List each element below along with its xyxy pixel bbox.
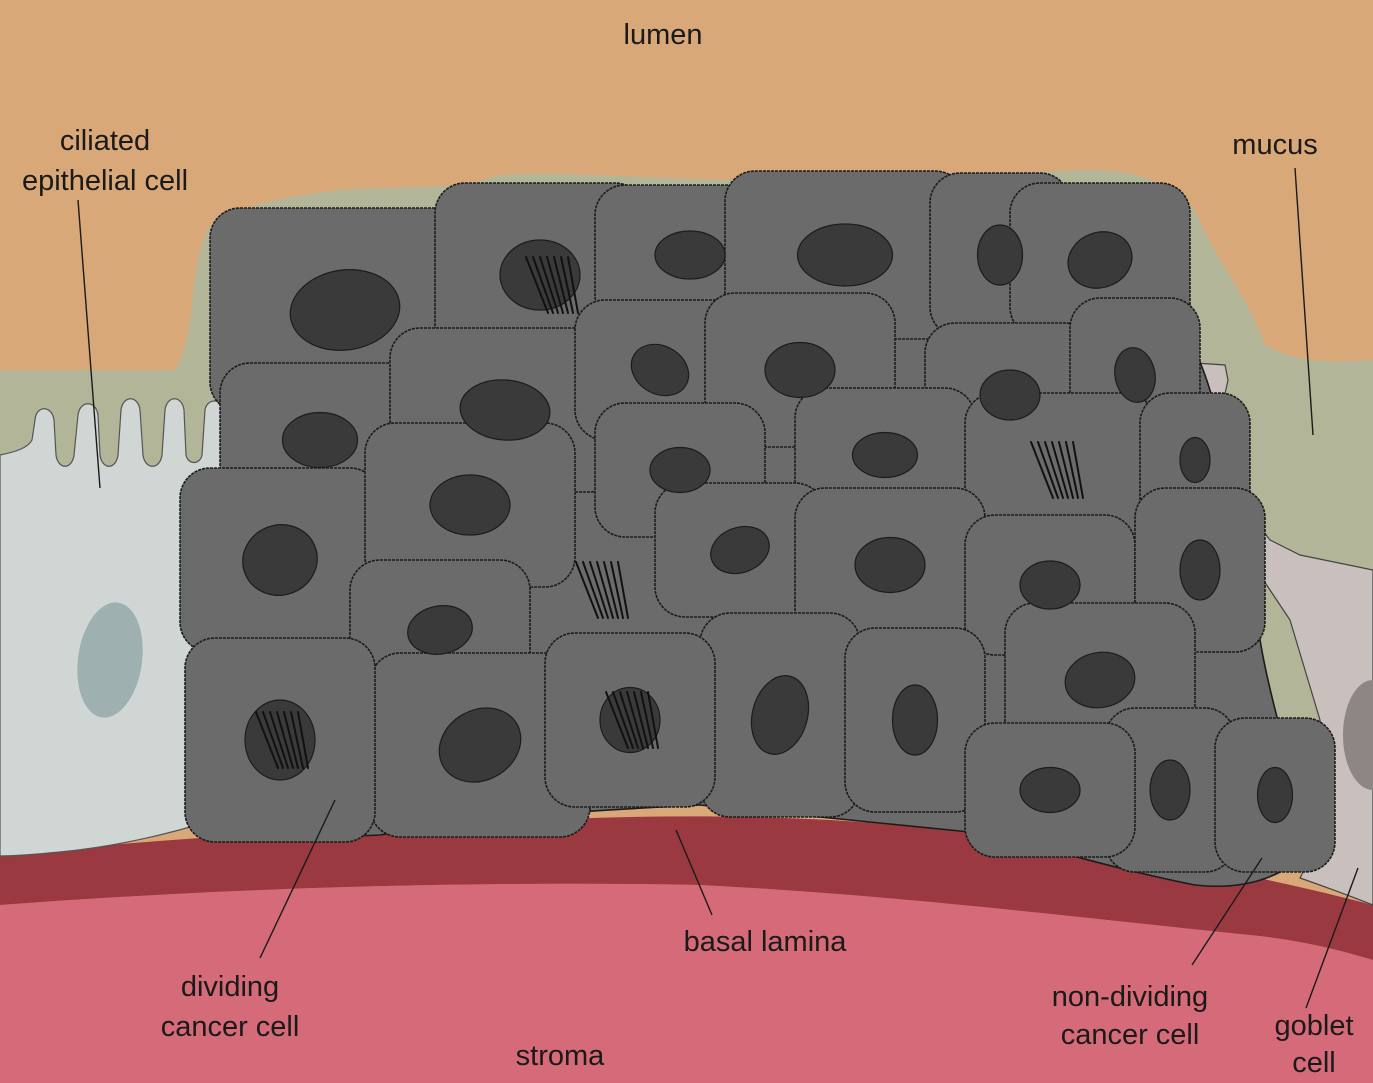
cancer-cell-nucleus (853, 433, 918, 478)
basal-lamina-label: basal lamina (684, 926, 848, 958)
dividing-label-line2: cancer cell (161, 1011, 300, 1043)
cancer-cell-nucleus (1020, 768, 1080, 813)
nondividing-label-line2: cancer cell (1061, 1019, 1200, 1051)
cancer-cell-nucleus (1258, 768, 1293, 823)
cancer-cell-nucleus (1180, 438, 1210, 483)
stroma-label: stroma (516, 1040, 606, 1072)
cancer-cell-nucleus (655, 231, 725, 279)
cancer-cell-nucleus (430, 475, 510, 535)
cancer-cell-nucleus (893, 685, 938, 755)
lumen-label: lumen (624, 19, 703, 51)
cancer-cell-nucleus (1020, 561, 1080, 609)
ciliated-label-line2: epithelial cell (22, 165, 188, 197)
cancer-cell-nucleus (980, 370, 1040, 420)
cancer-cell-nucleus (1150, 760, 1190, 820)
cancer-cell-nucleus (855, 538, 925, 593)
cancer-cell-nucleus (765, 343, 835, 398)
nondividing-label-line1: non-dividing (1052, 981, 1208, 1013)
cancer-cell-nucleus (978, 225, 1023, 285)
cancer-cell-nucleus (650, 448, 710, 493)
cancer-cell-nucleus (798, 224, 893, 286)
cancer-cell-nucleus (283, 413, 358, 468)
dividing-label-line1: dividing (181, 971, 279, 1003)
cancer-cell-nucleus (1180, 540, 1220, 600)
goblet-label-line1: goblet (1274, 1010, 1353, 1042)
goblet-label-line2: cell (1292, 1047, 1336, 1079)
mucus-label: mucus (1232, 129, 1317, 161)
ciliated-label-line1: ciliated (60, 125, 150, 157)
